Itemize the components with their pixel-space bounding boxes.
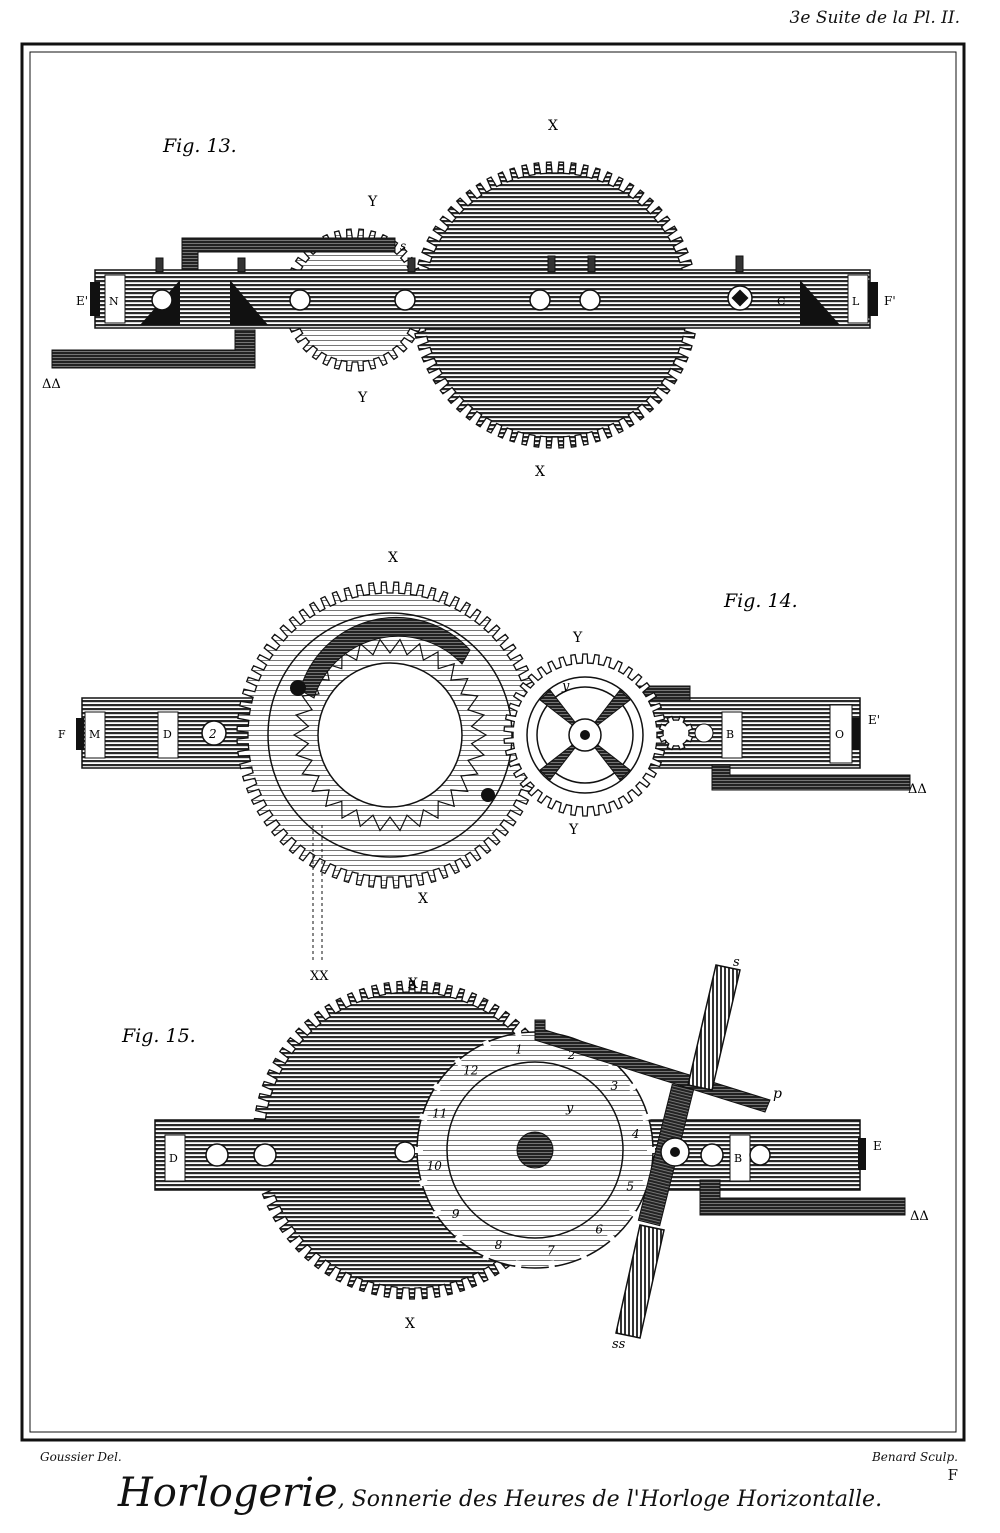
fig15-letter-e: E xyxy=(873,1139,882,1153)
dial-number: 6 xyxy=(595,1222,603,1236)
fig13-letter-x-bottom: X xyxy=(535,464,545,480)
fig15-stud-2 xyxy=(253,1143,277,1167)
fig14-letter-y-bottom: Y xyxy=(568,822,579,838)
fig14-letter-e: E' xyxy=(868,713,880,727)
fig15-label: Fig. 15. xyxy=(121,1025,196,1047)
dial-number: 11 xyxy=(432,1106,447,1120)
fig13-block-n xyxy=(104,274,126,324)
plate-letter: F xyxy=(947,1466,958,1484)
fig13-block-l xyxy=(847,274,869,324)
fig15-letter-ss: ss xyxy=(612,1337,626,1352)
fig14-boss-2 xyxy=(201,720,227,746)
fig15-letter-d: D xyxy=(169,1152,178,1165)
fig15-letter-p: p xyxy=(773,1086,782,1102)
dial-number: 12 xyxy=(463,1064,478,1078)
fig14-letter-y-small: y xyxy=(561,679,570,694)
fig14-letter-x-top: X xyxy=(388,550,398,566)
dial-number: 7 xyxy=(547,1244,555,1258)
fig13-letter-e: E' xyxy=(76,294,88,308)
fig14-letter-x-bottom: X xyxy=(418,891,428,907)
plate-border-inner xyxy=(29,51,957,1433)
dial-number: 2 xyxy=(567,1048,576,1062)
dial-number: 10 xyxy=(427,1159,443,1173)
fig14-letter-b: B xyxy=(726,728,734,741)
fig14-letter-y-top: Y xyxy=(572,630,583,646)
fig13-letter-s: s xyxy=(400,239,406,253)
fig15-letter-delta: ΔΔ xyxy=(910,1209,929,1224)
fig13-letter-delta: ΔΔ xyxy=(42,377,61,392)
fig14-block-m xyxy=(84,711,106,759)
fig13-foot-lever xyxy=(51,329,256,369)
fig13-letter-y-top: Y xyxy=(367,194,378,210)
fig14-foot-lever xyxy=(711,764,911,791)
figure-13: Fig. 13. X X Y Y E' xyxy=(42,118,896,480)
fig15-letter-y: y xyxy=(565,1101,574,1116)
fig15-foot-lever xyxy=(699,1179,906,1216)
plate-border-outer xyxy=(20,42,966,1442)
fig13-screws xyxy=(155,255,744,273)
fig13-wedge-right xyxy=(800,280,840,325)
fig13-bar-end-right xyxy=(868,282,878,316)
dial-number: 3 xyxy=(610,1079,618,1093)
fig14-block-d xyxy=(157,711,179,759)
fig14-letter-o: O xyxy=(835,728,844,741)
fig13-bar-end-left xyxy=(90,282,100,316)
fig15-stud-1 xyxy=(205,1143,229,1167)
fig15-stud-4 xyxy=(700,1143,724,1167)
fig13-letter-y-bottom: Y xyxy=(357,390,368,406)
fig15-fly xyxy=(615,964,741,1339)
fig14-letter-m: M xyxy=(89,728,100,741)
dial-number: 1 xyxy=(515,1042,523,1056)
dial-number: 8 xyxy=(495,1238,503,1252)
fig15-stud-5 xyxy=(749,1144,771,1166)
fig13-letter-f: F' xyxy=(884,294,896,308)
plate-title-sub: , Sonnerie des Heures de l'Horloge Horiz… xyxy=(337,1487,883,1512)
fig15-letter-b: B xyxy=(734,1152,742,1165)
fig15-block-d xyxy=(164,1134,186,1182)
fig15-letter-x-top: X xyxy=(408,976,418,992)
plate-title: Horlogerie, Sonnerie des Heures de l'Hor… xyxy=(0,1470,1000,1516)
credit-draftsman: Goussier Del. xyxy=(40,1450,122,1464)
credit-engraver: Benard Sculp. xyxy=(871,1450,958,1464)
fig15-stud-3 xyxy=(394,1141,416,1163)
plate-title-main: Horlogerie xyxy=(117,1470,338,1516)
fig15-letter-s-top: s xyxy=(733,955,740,970)
fig13-label: Fig. 13. xyxy=(162,135,237,157)
fig13-letter-c: C xyxy=(777,295,785,308)
fig14-letter-xx: XX xyxy=(310,969,329,984)
fig14-letter-d: D xyxy=(163,728,172,741)
fig13-wedge-mid xyxy=(230,280,268,325)
fig15-hub xyxy=(516,1131,554,1169)
plate-reference: 3e Suite de la Pl. II. xyxy=(789,8,960,28)
figure-14: Fig. 14. X X xyxy=(58,550,927,984)
dial-number: 9 xyxy=(452,1207,460,1221)
fig13-letter-x-top: X xyxy=(548,118,558,134)
fig14-letter-delta: ΔΔ xyxy=(908,782,927,797)
fig14-pinion xyxy=(658,715,694,751)
dial-number: 5 xyxy=(626,1180,634,1194)
fig14-arc-click xyxy=(299,616,471,699)
dial-number: 4 xyxy=(631,1127,640,1141)
fig14-letter-f: F xyxy=(58,728,66,741)
fig13-letter-l: L xyxy=(852,295,860,308)
fig13-main-bar xyxy=(94,269,871,329)
fig15-letter-x-bottom: X xyxy=(405,1316,415,1332)
fig14-block-b xyxy=(721,711,743,759)
fig14-letter-2: 2 xyxy=(208,727,217,741)
fig14-center-disc xyxy=(317,662,463,808)
fig13-letter-n: N xyxy=(109,295,119,308)
fig14-label: Fig. 14. xyxy=(723,590,798,612)
fig14-rim-inner xyxy=(267,612,513,858)
